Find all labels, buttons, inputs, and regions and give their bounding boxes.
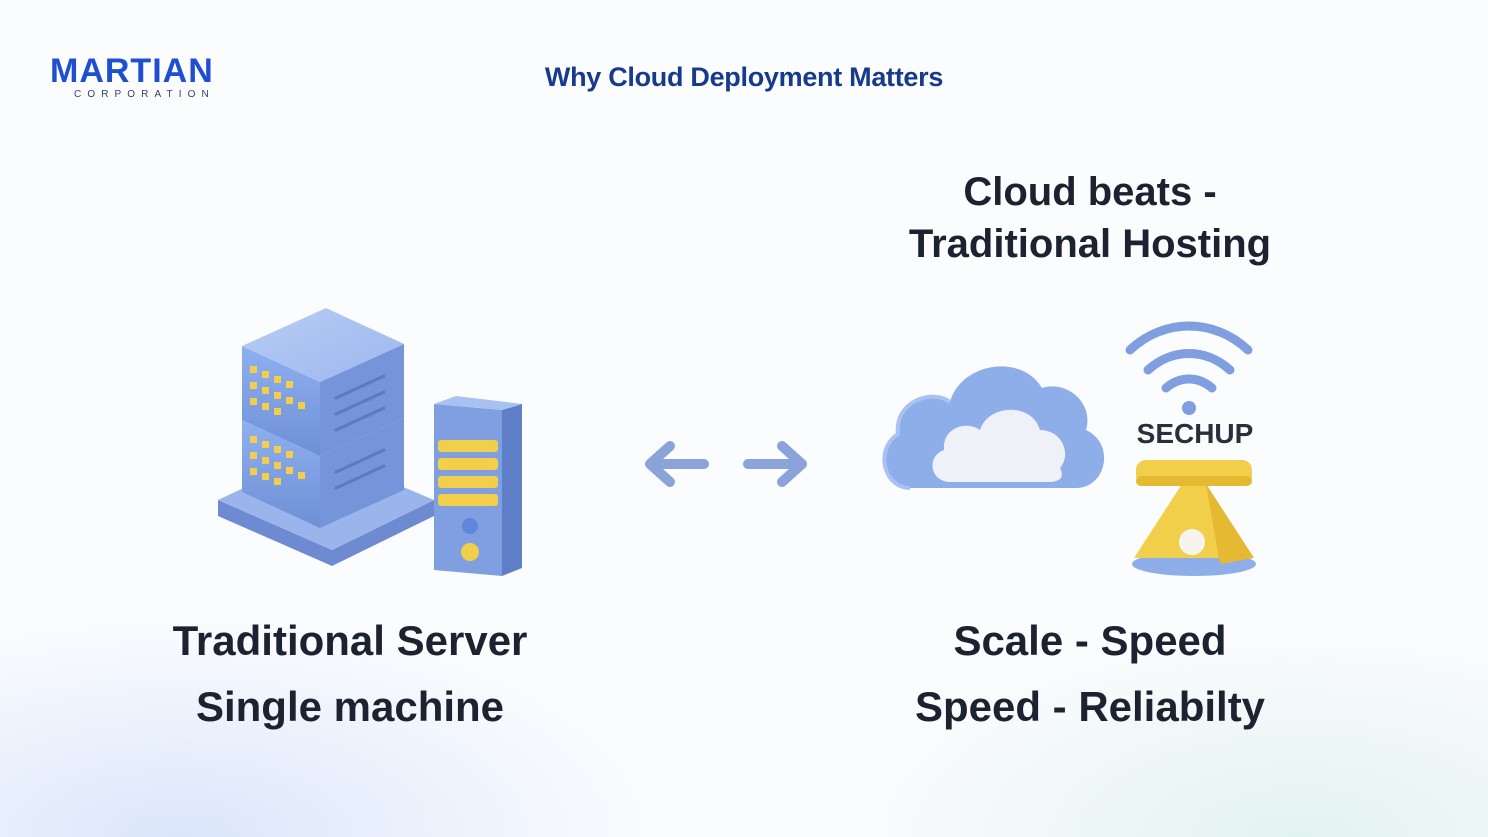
heading-line-2: Traditional Hosting: [908, 222, 1272, 266]
right-caption-line-2: Speed - Reliabilty: [914, 683, 1266, 730]
left-caption-line-2: Single machine: [195, 683, 505, 730]
logo-wordmark: MARTIAN: [50, 52, 214, 90]
heading-line-1: Cloud beats -: [963, 170, 1217, 214]
server-rack-icon: [218, 308, 434, 566]
traditional-server-caption: Traditional Server Single machine: [100, 608, 600, 740]
wifi-icon: [1125, 321, 1253, 415]
cloud-icon: [882, 366, 1105, 490]
page-title: Why Cloud Deployment Matters: [544, 62, 944, 92]
company-logo: MARTIAN CORPORATION: [50, 52, 250, 104]
beacon-icon: [1132, 460, 1256, 576]
left-caption-line-1: Traditional Server: [172, 617, 528, 664]
device-label: SECHUP: [1136, 418, 1254, 449]
cloud-benefits-caption: Scale - Speed Speed - Reliabilty: [840, 608, 1340, 740]
logo-subtitle: CORPORATION: [74, 89, 215, 100]
right-caption-line-1: Scale - Speed: [953, 617, 1227, 664]
comparison-heading: Cloud beats - Traditional Hosting: [830, 166, 1350, 270]
server-tower-icon: [434, 396, 522, 576]
bidirectional-arrows-icon: [645, 441, 807, 487]
